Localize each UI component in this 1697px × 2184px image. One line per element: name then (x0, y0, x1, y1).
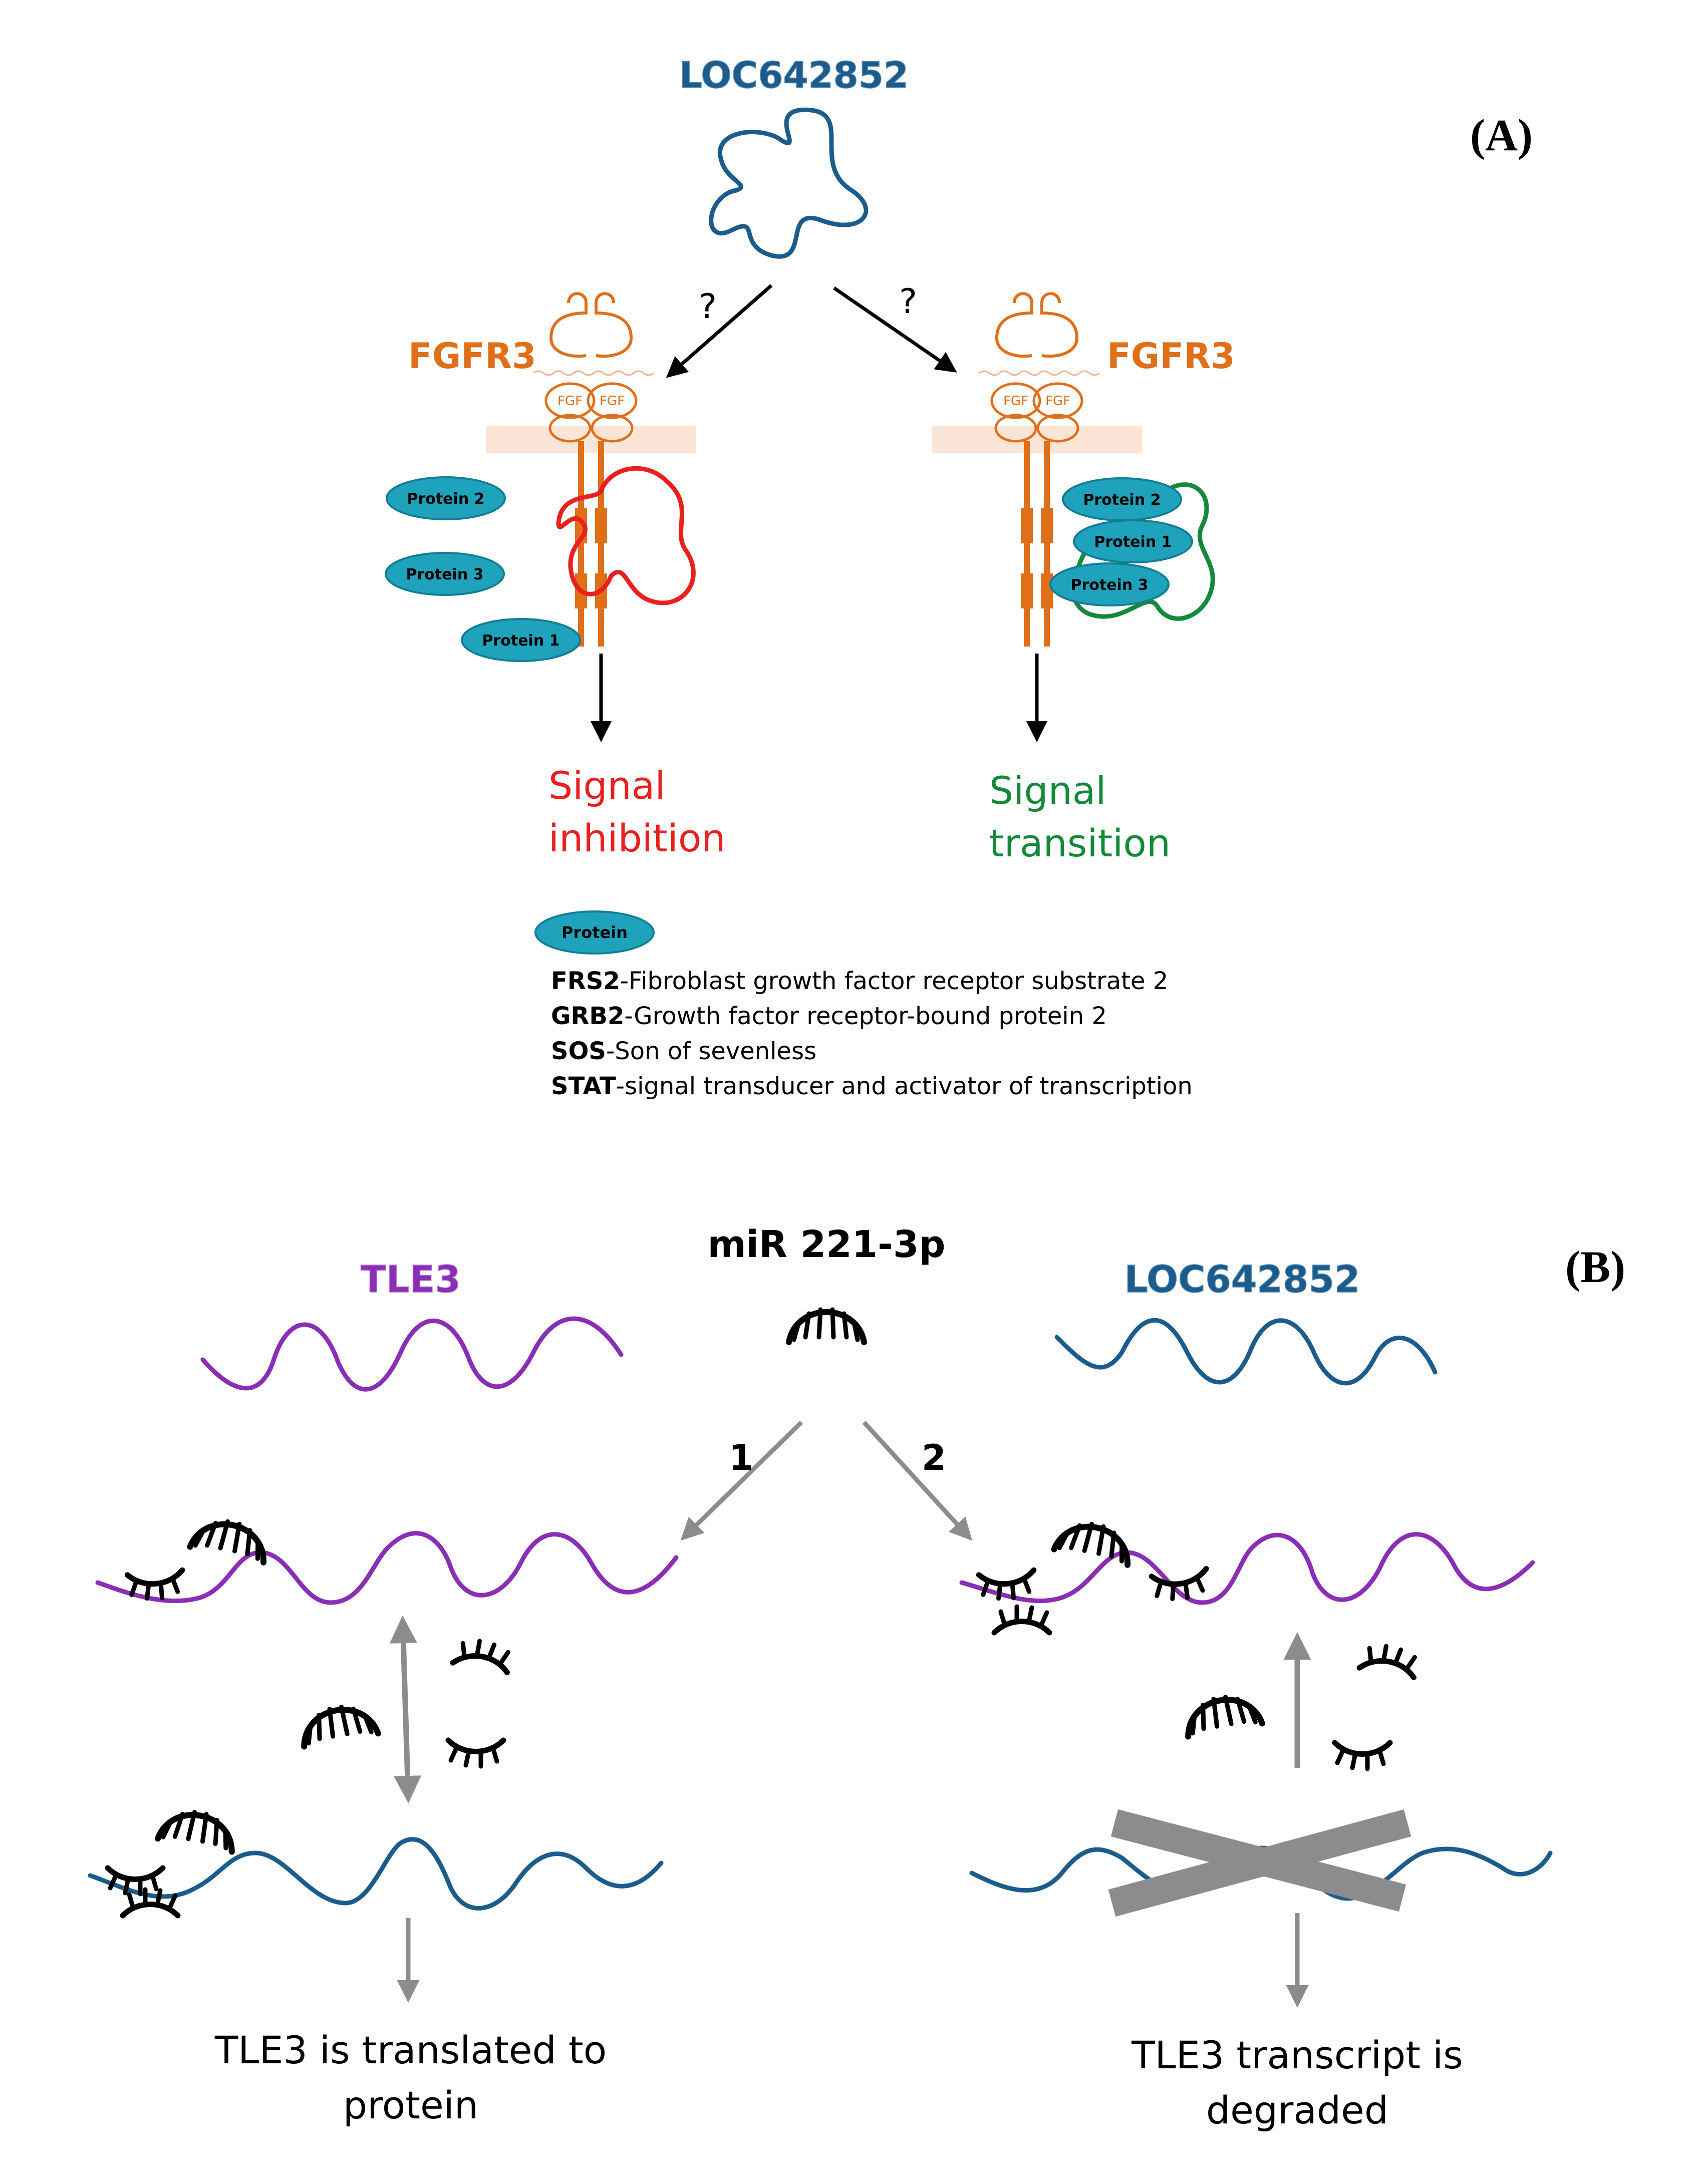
mirna-free-left-1 (299, 1701, 378, 1746)
mirna-title: miR 221-3p (708, 1223, 946, 1266)
arrow-to-left-receptor (666, 284, 773, 378)
svg-text:Protein 1: Protein 1 (1094, 533, 1172, 551)
legend-desc: -Son of sevenless (606, 1037, 816, 1065)
legend-item: SOS-Son of sevenless (551, 1037, 816, 1065)
outcome-degraded-line1: TLE3 transcript is (1131, 2033, 1463, 2077)
signal-transition-line1: Signal (989, 768, 1106, 813)
svg-text:Protein 2: Protein 2 (407, 490, 484, 508)
lncrna-bound-red (556, 466, 696, 605)
lncrna-squiggle-a (709, 107, 869, 259)
legend-abbr: SOS (551, 1037, 606, 1065)
panel-b-label: (B) (1565, 1242, 1625, 1292)
mirna-hairpin-top (789, 1310, 864, 1342)
mirna-bound-left-2 (158, 1806, 237, 1851)
path-1-label: 1 (729, 1437, 753, 1478)
lncrna-title-b: LOC642852 (1124, 1258, 1360, 1301)
legend-desc: -Growth factor receptor-bound protein 2 (624, 1002, 1107, 1030)
fgf-label-left-1: FGF (557, 394, 583, 409)
tle3-title: TLE3 (361, 1258, 461, 1301)
arrow-equilibrium (389, 1616, 422, 1803)
protein-1-free: Protein 1 (461, 618, 581, 662)
lncrna-title-a: LOC642852 (679, 54, 909, 96)
legend-protein: Protein (534, 910, 655, 955)
lncrna-bound-lower-left (88, 1837, 664, 1911)
fgfr3-receptor-left: FGF FGF (486, 293, 696, 647)
fgf-label-right-1: FGF (1003, 394, 1028, 409)
outcome-translated-line1: TLE3 is translated to (214, 2028, 607, 2072)
signal-transition-line2: transition (989, 821, 1171, 865)
fgfr3-label-right: FGFR3 (1107, 336, 1235, 377)
mirna-free-left-2 (453, 1637, 511, 1672)
path-2-label: 2 (922, 1437, 946, 1478)
legend-item: STAT-signal transducer and activator of … (551, 1072, 1193, 1100)
question-mark-right: ? (899, 282, 917, 322)
fgfr3-label-left: FGFR3 (408, 336, 536, 377)
legend-abbr: FRS2 (551, 967, 620, 995)
legend-desc: -Fibroblast growth factor receptor subst… (620, 967, 1169, 995)
fgf-label-left-2: FGF (600, 394, 625, 409)
protein-3-bound: Protein 3 (1049, 562, 1170, 606)
outcome-degraded-line2: degraded (1206, 2088, 1388, 2132)
protein-2-free: Protein 2 (386, 476, 506, 520)
mirna-bound-left-1 (190, 1515, 270, 1563)
tle3-mrna-top (200, 1316, 624, 1392)
legend-item: FRS2-Fibroblast growth factor receptor s… (551, 967, 1168, 995)
mirna-free-right-1 (1183, 1691, 1262, 1736)
legend-desc: -signal transducer and activator of tran… (616, 1072, 1193, 1100)
protein-1-bound: Protein 1 (1073, 519, 1193, 563)
mirna-bound-right-1 (1054, 1517, 1134, 1565)
mirna-free-right-3 (1335, 1743, 1390, 1769)
svg-text:Protein 3: Protein 3 (406, 566, 483, 583)
arrow-path-1 (680, 1420, 803, 1541)
arrow-to-right-receptor (833, 286, 957, 373)
panel-a-label: (A) (1470, 111, 1533, 160)
legend-list: FRS2-Fibroblast growth factor receptor s… (551, 967, 1193, 1100)
svg-text:Protein: Protein (561, 923, 628, 942)
outcome-translated-line2: protein (343, 2083, 478, 2127)
legend-item: GRB2-Growth factor receptor-bound protei… (551, 1002, 1107, 1030)
signal-inhibition-line2: inhibition (548, 816, 726, 860)
signal-inhibition-line1: Signal (548, 763, 665, 808)
legend-abbr: STAT (551, 1072, 616, 1100)
svg-text:Protein 3: Protein 3 (1070, 576, 1148, 594)
degradation-cross-icon (1108, 1809, 1411, 1917)
protein-2-bound: Protein 2 (1062, 477, 1182, 521)
tle3-mrna-bound-left (95, 1531, 679, 1605)
svg-text:Protein 1: Protein 1 (482, 632, 559, 650)
tle3-mrna-bound-right (959, 1532, 1535, 1605)
fgf-label-right-2: FGF (1045, 394, 1070, 409)
question-mark-left: ? (699, 287, 717, 327)
arrow-path-2 (862, 1420, 973, 1541)
svg-text:Protein 2: Protein 2 (1083, 491, 1161, 509)
protein-3-free: Protein 3 (385, 552, 505, 596)
mirna-free-left-3 (448, 1740, 503, 1766)
fgfr3-receptor-right: FGF FGF (932, 293, 1142, 647)
mirna-free-right-2 (1359, 1642, 1418, 1677)
mirna-lash-right-2 (994, 1607, 1049, 1633)
legend-abbr: GRB2 (551, 1002, 624, 1030)
lncrna-strand-top (1054, 1318, 1438, 1386)
